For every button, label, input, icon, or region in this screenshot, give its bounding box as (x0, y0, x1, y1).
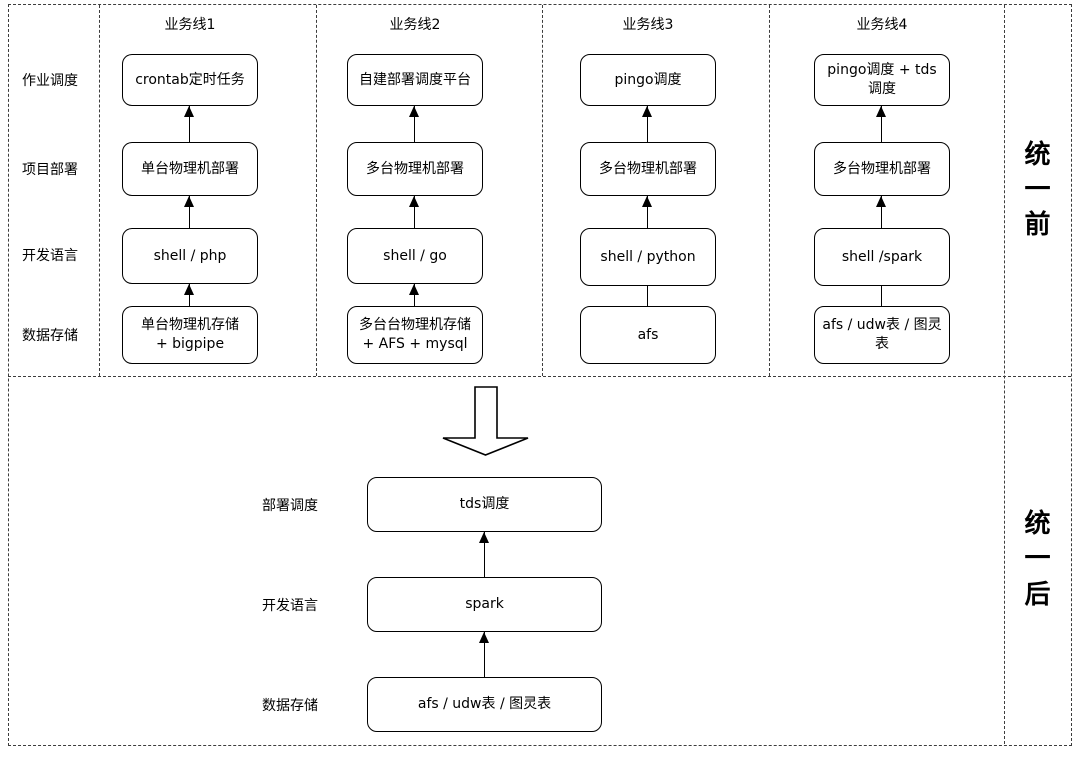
up-arrow-connector (184, 196, 195, 228)
flow-box: shell / php (122, 228, 258, 284)
business-line-4-title: 业务线4 (856, 17, 908, 33)
up-arrow-connector (184, 106, 195, 142)
flow-box: 多台物理机部署 (347, 142, 483, 196)
side-column-separator (1004, 5, 1005, 744)
business-line-3-title: 业务线3 (622, 17, 674, 33)
flow-box: afs (580, 306, 716, 364)
side-label-before: 统一前 (1024, 139, 1051, 241)
column-separator-2 (316, 5, 317, 376)
flow-box: 多台台物理机存储 + AFS + mysql (347, 306, 483, 364)
up-arrow-connector (478, 532, 489, 577)
up-arrow-connector (409, 106, 420, 142)
flow-box: pingo调度 + tds调度 (814, 54, 950, 106)
column-separator-3 (542, 5, 543, 376)
flow-box: afs / udw表 / 图灵表 (367, 677, 602, 732)
flow-box: spark (367, 577, 602, 632)
row-label-job-scheduling: 作业调度 (22, 73, 78, 89)
up-arrow-connector (409, 284, 420, 306)
row-label-deploy-scheduling: 部署调度 (262, 498, 318, 514)
column-separator-4 (769, 5, 770, 376)
line-connector (881, 286, 883, 306)
up-arrow-connector (876, 106, 887, 142)
column-separator-1 (99, 5, 100, 376)
flow-box: shell / python (580, 228, 716, 286)
flow-box: 多台物理机部署 (814, 142, 950, 196)
flow-box: 多台物理机部署 (580, 142, 716, 196)
row-label-project-deploy: 项目部署 (22, 162, 78, 178)
up-arrow-connector (642, 106, 653, 142)
business-line-2-title: 业务线2 (389, 17, 441, 33)
up-arrow-connector (876, 196, 887, 228)
flow-box: crontab定时任务 (122, 54, 258, 106)
flow-box: 单台物理机部署 (122, 142, 258, 196)
outer-dashed-border (8, 4, 1072, 746)
flow-box: pingo调度 (580, 54, 716, 106)
business-line-1-title: 业务线1 (164, 17, 216, 33)
up-arrow-connector (642, 196, 653, 228)
flow-box: afs / udw表 / 图灵表 (814, 306, 950, 364)
up-arrow-connector (184, 284, 195, 306)
side-cell-before: 统一前 (1004, 5, 1071, 376)
line-connector (647, 286, 649, 306)
up-arrow-connector (409, 196, 420, 228)
side-label-after: 统一后 (1024, 509, 1051, 610)
section-divider (8, 376, 1071, 377)
row-label-data-storage: 数据存储 (262, 698, 318, 714)
up-arrow-connector (478, 632, 489, 677)
flow-box: shell /spark (814, 228, 950, 286)
side-cell-after: 统一后 (1004, 376, 1071, 744)
row-label-dev-language: 开发语言 (262, 598, 318, 614)
flow-box: shell / go (347, 228, 483, 284)
big-down-arrow-icon (442, 386, 529, 456)
row-label-data-storage: 数据存储 (22, 328, 78, 344)
flow-box: 单台物理机存储 + bigpipe (122, 306, 258, 364)
flow-box: tds调度 (367, 477, 602, 532)
flow-box: 自建部署调度平台 (347, 54, 483, 106)
row-label-dev-language: 开发语言 (22, 248, 78, 264)
